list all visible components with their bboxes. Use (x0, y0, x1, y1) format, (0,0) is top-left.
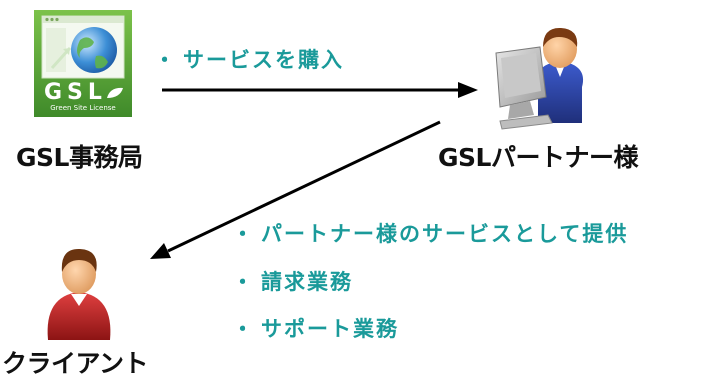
bullet: ・ (232, 270, 255, 294)
edge-label-provide: ・パートナー様のサービスとして提供 (232, 218, 628, 248)
support-text: サポート業務 (261, 317, 399, 341)
logo-text-main: GSL (44, 80, 107, 105)
partner-label: GSLパートナー様 (438, 143, 638, 172)
client-icon (42, 248, 116, 340)
gsl-logo-icon (34, 10, 132, 117)
bullet: ・ (232, 317, 255, 341)
logo-text-sub: Green Site License (50, 104, 116, 112)
purchase-text: サービスを購入 (183, 48, 344, 72)
partner-icon (488, 27, 618, 135)
leaf-icon (107, 87, 123, 98)
bullet: ・ (232, 222, 255, 246)
computer-user-icon (495, 27, 584, 130)
arrow-partner-to-client (150, 120, 441, 259)
billing-text: 請求業務 (261, 270, 353, 294)
edge-label-billing: ・請求業務 (232, 266, 353, 296)
office-label: GSL事務局 (16, 143, 143, 172)
client-label: クライアント (2, 349, 149, 378)
edge-label-support: ・サポート業務 (232, 313, 399, 343)
arrow-office-to-partner (162, 82, 478, 98)
person-icon (47, 248, 111, 340)
provide-text: パートナー様のサービスとして提供 (261, 222, 629, 246)
gsl-logo: GSL Green Site License (34, 10, 132, 117)
edge-label-purchase: ・サービスを購入 (154, 44, 344, 74)
bullet: ・ (154, 48, 177, 72)
